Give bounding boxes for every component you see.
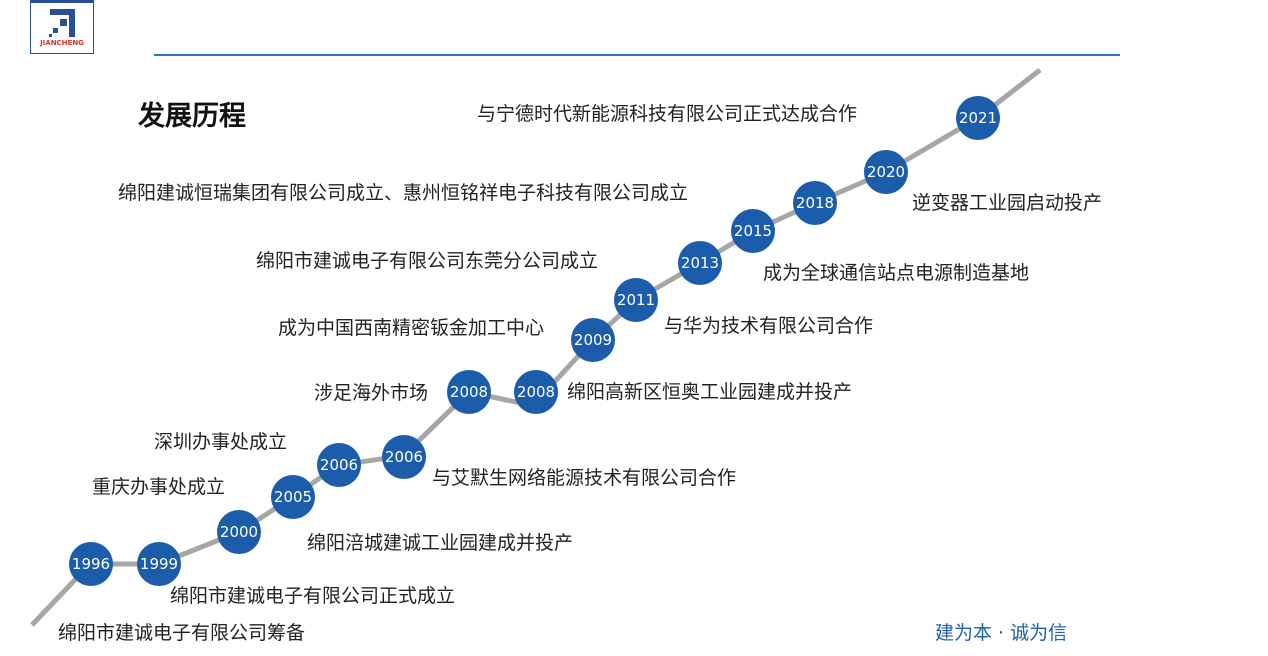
year-node: 2005 (271, 475, 315, 519)
milestone-label: 成为全球通信站点电源制造基地 (763, 262, 1030, 284)
motto: 建为本 · 诚为信 (935, 622, 1068, 644)
year-node: 2006 (317, 443, 361, 487)
year-node: 2009 (571, 318, 615, 362)
header-rule (154, 54, 1120, 56)
milestone-label: 绵阳市建诚电子有限公司东莞分公司成立 (256, 250, 599, 272)
milestone-label: 逆变器工业园启动投产 (912, 192, 1103, 214)
year-node: 1999 (137, 542, 181, 586)
year-node: 2008 (447, 370, 491, 414)
year-node: 2011 (614, 278, 658, 322)
year-node: 2018 (793, 181, 837, 225)
year-node: 1996 (69, 542, 113, 586)
milestone-label: 绵阳建诚恒瑞集团有限公司成立、惠州恒铭祥电子科技有限公司成立 (118, 182, 689, 204)
year-node: 2015 (731, 209, 775, 253)
year-node: 2006 (382, 435, 426, 479)
milestone-label: 绵阳高新区恒奥工业园建成并投产 (567, 381, 853, 403)
milestone-label: 成为中国西南精密钣金加工中心 (278, 317, 545, 339)
year-node: 2000 (217, 510, 261, 554)
milestone-label: 与华为技术有限公司合作 (664, 315, 874, 337)
milestone-label: 涉足海外市场 (314, 382, 429, 404)
milestone-label: 绵阳涪城建诚工业园建成并投产 (307, 532, 574, 554)
logo-mark-icon (49, 9, 75, 37)
company-logo: JIANCHENG (30, 0, 94, 54)
milestone-label: 绵阳市建诚电子有限公司正式成立 (170, 585, 456, 607)
logo-text: JIANCHENG (40, 39, 84, 47)
milestone-label: 绵阳市建诚电子有限公司筹备 (58, 622, 306, 644)
milestone-label: 深圳办事处成立 (154, 431, 288, 453)
year-node: 2013 (678, 241, 722, 285)
year-node: 2021 (956, 96, 1000, 140)
year-node: 2020 (864, 150, 908, 194)
milestone-label: 与宁德时代新能源科技有限公司正式达成合作 (477, 103, 858, 125)
page-title: 发展历程 (138, 101, 246, 132)
milestone-label: 重庆办事处成立 (92, 476, 226, 498)
milestone-label: 与艾默生网络能源技术有限公司合作 (432, 467, 737, 489)
year-node: 2008 (514, 370, 558, 414)
